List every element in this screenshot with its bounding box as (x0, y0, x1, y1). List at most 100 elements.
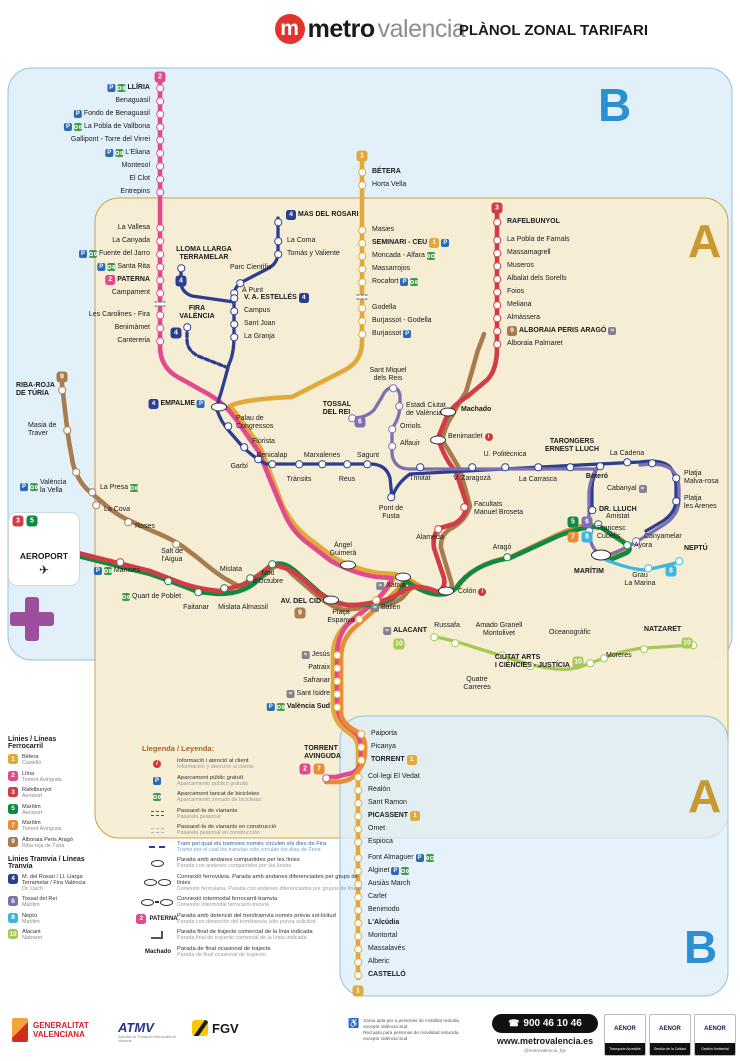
station-label: TOSSAL DEL REI (323, 401, 351, 417)
station-dot (648, 459, 656, 467)
station-label: Campus (244, 307, 270, 315)
line-badge-6: 6 (354, 416, 366, 428)
station-label: La Coma (287, 237, 315, 245)
station-label: Cantereria (117, 337, 150, 345)
station-dot (493, 236, 501, 244)
station-name: Sant Ramon (368, 799, 407, 807)
station-name: Roses (135, 523, 155, 531)
station-label: Trinitat (409, 475, 430, 483)
station-dot (644, 564, 652, 572)
legend-symbol-terminus (142, 931, 172, 939)
zone-letter-a: A (688, 215, 722, 267)
line-badge-9: 9 (507, 326, 517, 336)
legend-symbol-pb: P (142, 776, 172, 785)
legend-text-cat: Informació i atenció al client (177, 758, 249, 764)
station-name: ALBORAIA PERIS ARAGÓ (519, 327, 607, 335)
station-name: Cantereria (117, 337, 150, 345)
line-origin: M. del Rosari / Ll. Llarga Terramelar / … (22, 873, 86, 886)
station-dot (322, 774, 330, 782)
station-label: DR. LLUCH (599, 506, 637, 514)
station-dot (430, 633, 438, 641)
parking-icon: P (153, 776, 161, 785)
parking-icon: P (73, 110, 82, 118)
station-dot (493, 314, 501, 322)
line-badge-4: 4 (8, 873, 18, 884)
station-label: Moreres (606, 652, 632, 660)
station-name: Benimaclet (448, 433, 483, 441)
station-label: Massalavés (368, 945, 405, 953)
station-label: TARONGERS ERNEST LLUCH (545, 438, 599, 454)
station-dot (358, 304, 366, 312)
line-badge-7: 7 (567, 531, 579, 543)
train-connection-icon: ≈ (286, 690, 295, 698)
station-label: Paiporta (371, 730, 397, 738)
station-dot (358, 181, 366, 189)
phone-number: ☎ 900 46 10 46 (492, 1014, 598, 1033)
station-dot (387, 493, 395, 501)
station-label: Ayora (634, 542, 652, 550)
station-name: La Presa (100, 484, 129, 492)
station-dot (354, 812, 362, 820)
station-label: Florista (252, 438, 275, 446)
station-label: Benimodo (368, 906, 400, 914)
station-label: Beteró (586, 473, 608, 481)
line-1-path (227, 155, 399, 981)
bike-parking-icon (115, 149, 124, 157)
parking-icon: P (415, 854, 424, 862)
station-label: Montesol (122, 162, 150, 170)
social-handles: @metrovalencia_fgv (524, 1048, 566, 1053)
interchange-oval (211, 402, 227, 412)
station-dot (493, 218, 501, 226)
station-dot (640, 645, 648, 653)
train-connection-icon: ≈ (376, 582, 385, 590)
aenor-label: Gestión Ambiental (695, 1043, 735, 1055)
station-name: Canyamelar (644, 533, 682, 541)
station-label: Trànsits (287, 476, 312, 484)
parking-icon: P (441, 239, 450, 247)
station-dot (354, 838, 362, 846)
station-label: Amistat (606, 513, 629, 521)
bike-parking-icon (73, 123, 82, 131)
occasional-end-sample: Machado (144, 948, 171, 955)
station-name: Moncada - Alfara (372, 252, 425, 260)
station-dot (88, 488, 96, 496)
phone-text: 900 46 10 46 (523, 1018, 582, 1029)
station-name: ALACANT (393, 627, 427, 635)
station-dot (156, 311, 164, 319)
line-badge-4: 4 (148, 399, 159, 409)
station-label: Campament (112, 289, 150, 297)
station-name: Russafa (434, 622, 460, 630)
station-label: Platja les Arenes (684, 495, 717, 511)
station-dot (354, 906, 362, 914)
station-dot (493, 249, 501, 257)
station-label: Godella (372, 304, 396, 312)
line-badge-10: 10 (393, 638, 405, 650)
station-dot (534, 463, 542, 471)
parking-icon: P (79, 250, 88, 258)
station-dot (58, 386, 66, 394)
accessibility-text: Xarxa apta per a persones de mobilitat r… (363, 1018, 459, 1042)
station-label: Marxalenes (304, 452, 340, 460)
station-label: Quatre Carreres (463, 676, 490, 692)
ovalsym (143, 879, 157, 886)
station-dot (156, 237, 164, 245)
station-name: Alginet (368, 867, 390, 875)
station-dot (672, 497, 680, 505)
legend-item: Parada amb andanes compartides per les l… (142, 857, 370, 869)
station-label: Roses (135, 523, 155, 531)
station-name: Mislata (219, 566, 242, 574)
station-dot (354, 786, 362, 794)
station-label: La Pobla de Farnals (507, 236, 570, 244)
station-dot (354, 893, 362, 901)
station-label: Montortal (368, 932, 397, 940)
station-label: Garbí (230, 463, 248, 471)
